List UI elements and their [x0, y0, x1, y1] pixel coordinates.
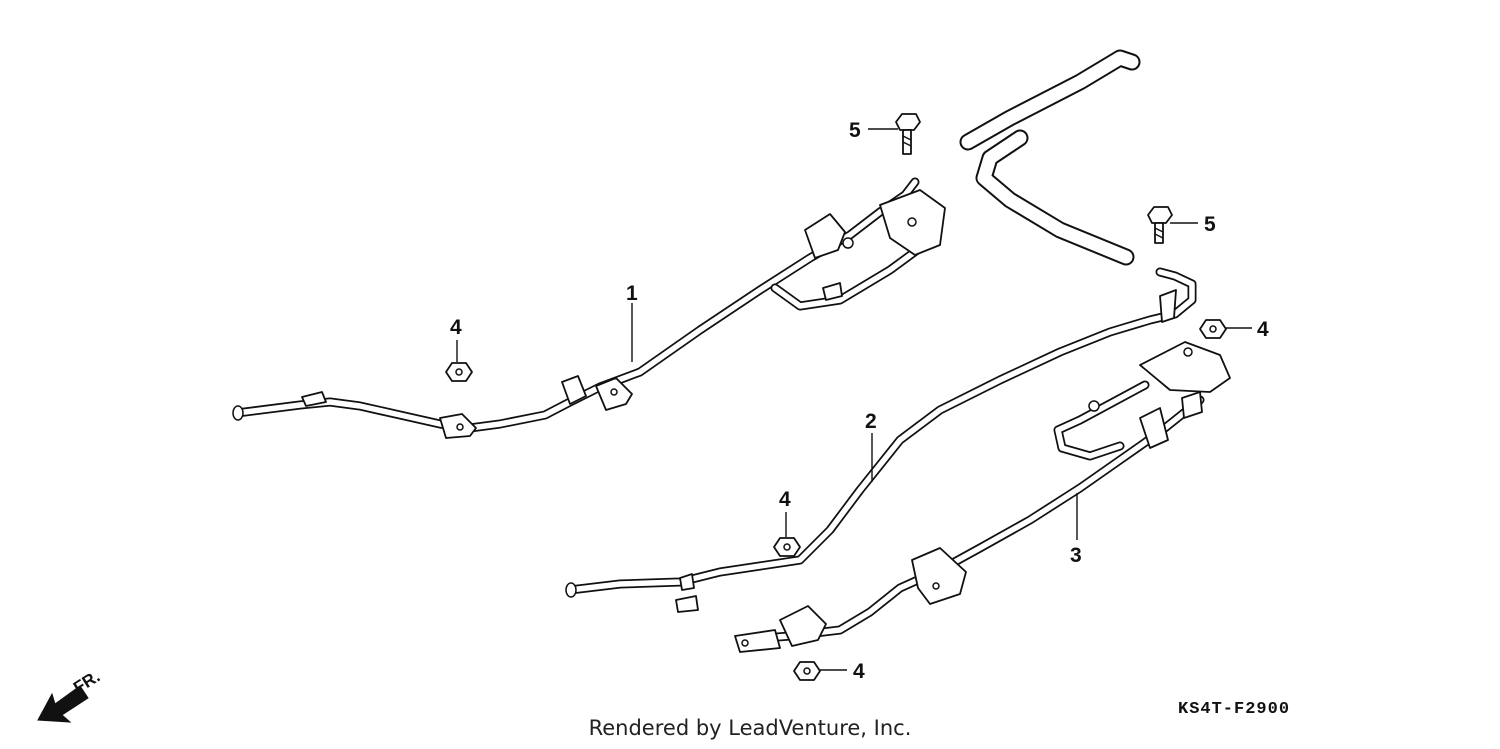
pipe-assembly-1[interactable] — [232, 177, 946, 439]
flange-nut[interactable] — [1199, 319, 1227, 339]
flange-nut[interactable] — [793, 661, 821, 681]
flange-nut[interactable] — [445, 362, 473, 382]
pipe-assembly-3[interactable] — [734, 341, 1231, 653]
callout-part-4: 4 — [450, 316, 462, 339]
callout-part-2: 2 — [865, 410, 877, 433]
callout-part-4: 4 — [1257, 318, 1269, 341]
breather-hose-upper[interactable] — [959, 49, 1141, 151]
callout-part-4: 4 — [853, 660, 865, 683]
pipe-assembly-2[interactable] — [565, 267, 1197, 613]
flange-bolt[interactable] — [895, 113, 921, 155]
callout-part-1: 1 — [626, 282, 638, 305]
breather-hose-lower[interactable] — [975, 129, 1135, 266]
flange-bolt[interactable] — [1147, 206, 1173, 244]
render-credit: Rendered by LeadVenture, Inc. — [588, 716, 912, 740]
callout-part-5: 5 — [1204, 213, 1216, 236]
callout-part-3: 3 — [1070, 544, 1082, 567]
flange-nut[interactable] — [773, 537, 801, 557]
callout-part-5: 5 — [849, 119, 861, 142]
callout-part-4: 4 — [779, 488, 791, 511]
front-arrow-icon — [37, 685, 89, 723]
leader-lines — [456, 128, 1252, 671]
front-direction-arrow: FR. — [37, 667, 103, 723]
diagram-part-code: KS4T-F2900 — [1178, 700, 1291, 719]
